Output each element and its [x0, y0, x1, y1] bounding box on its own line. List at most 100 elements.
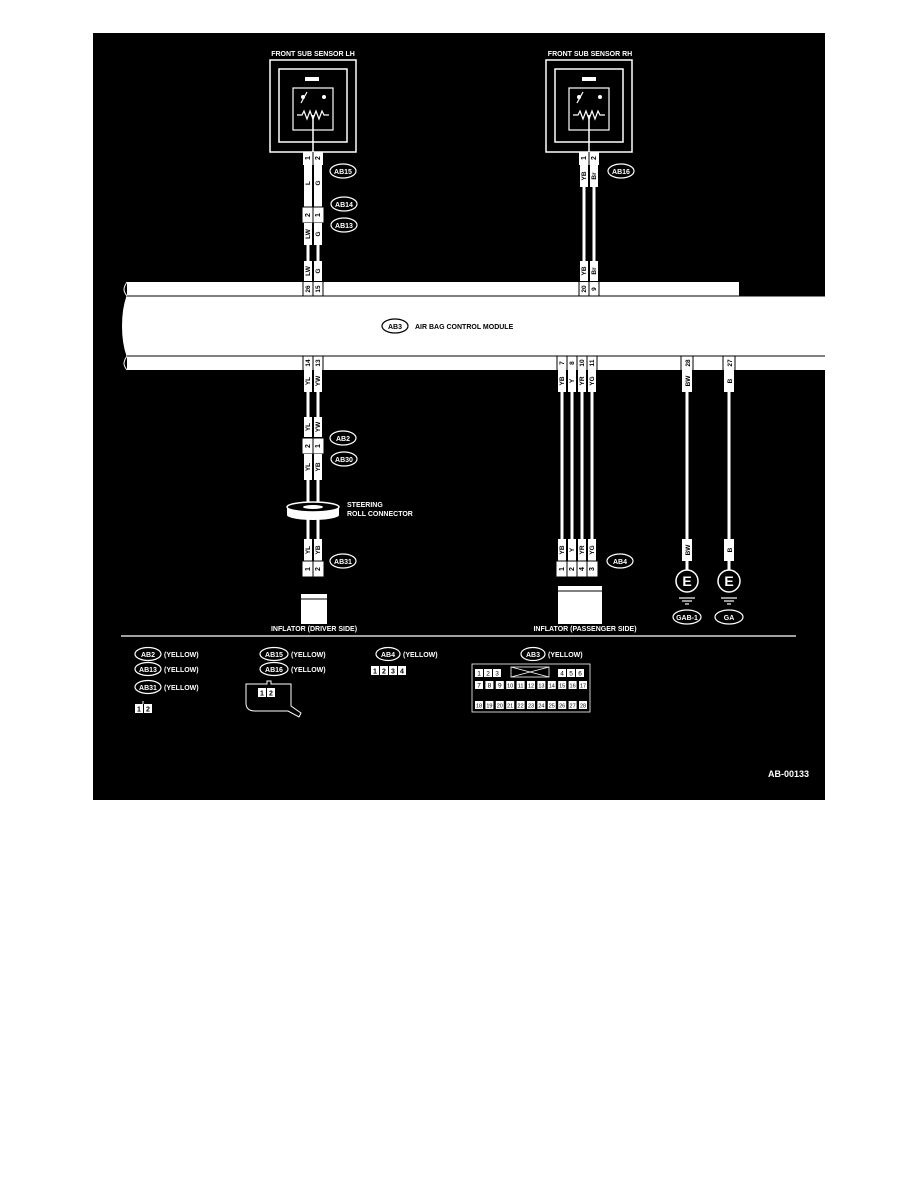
module-pin-9: 9 — [591, 287, 598, 291]
air-bag-control-module: AB3 AIR BAG CONTROL MODULE — [122, 281, 825, 371]
ground-gab1: BW BW E GAB-1 — [672, 370, 702, 625]
legend-ab2-color: (YELLOW) — [164, 652, 199, 659]
ab14-code: AB14 — [335, 202, 353, 209]
ab3-pin-16: 16 — [570, 684, 576, 690]
legend-col2-pin-1: 1 — [260, 691, 264, 698]
ab3-pin-14: 14 — [549, 684, 555, 690]
lh-mid-wire-2: G — [315, 231, 322, 236]
legend-col2-pin-2: 2 — [269, 691, 273, 698]
legend-ab31-color: (YELLOW) — [164, 685, 199, 692]
ab3-pin-19: 19 — [486, 704, 492, 710]
ab3-pin-22: 22 — [518, 704, 524, 710]
ab2-pin-2: 2 — [305, 444, 312, 448]
ab3-pin-6-cell — [576, 669, 584, 677]
ab15-pin-2: 2 — [315, 156, 322, 160]
legend-ab31-code: AB31 — [139, 685, 157, 692]
inflator-driver-wire-1: YL — [305, 546, 312, 554]
ab3-pin-14-cell — [547, 681, 556, 689]
ab3-pin-10-cell — [506, 681, 515, 689]
ab31-pin-1: 1 — [305, 567, 312, 571]
ab3-pin-5-cell — [567, 669, 575, 677]
module-code: AB3 — [388, 324, 402, 331]
lh-mid-wire-1: LW — [305, 228, 312, 239]
inflator-pass-label: INFLATOR (PASSENGER SIDE) — [533, 626, 636, 633]
lh-low-wire-2: G — [315, 268, 322, 273]
ab3-pin-27: 27 — [570, 704, 576, 710]
legend-ab4-pin-1: 1 — [373, 669, 377, 676]
ab4-pin-2: 2 — [569, 567, 576, 571]
figure-id: AB-00133 — [768, 769, 809, 779]
ab3-pin-8: 8 — [488, 683, 492, 690]
ab3-pin-1-cell — [475, 669, 483, 677]
driver-wire-2: YW — [315, 375, 322, 386]
connector-ab14-ab13: 2 1 AB14 AB13 LW G — [301, 196, 358, 245]
steering-label-line1: STEERING — [347, 502, 383, 509]
ab4-pin-4: 4 — [579, 567, 586, 571]
ab3-pin-8-cell — [485, 681, 494, 689]
sensor-lh-title: FRONT SUB SENSOR LH — [271, 51, 355, 58]
ab16-pin-2: 2 — [591, 156, 598, 160]
module-top-pins: 26 15 20 9 — [302, 282, 600, 296]
module-pin-8: 8 — [569, 361, 576, 365]
ground1-symbol: E — [682, 573, 691, 589]
ab3-pin-2: 2 — [486, 671, 490, 678]
module-pin-20: 20 — [581, 285, 588, 293]
pass-wire-2: Y — [569, 378, 576, 383]
ground-ga: B B E GA — [714, 370, 744, 625]
wiring-diagram: FRONT SUB SENSOR LH 1 2 AB15 FRONT SUB S… — [93, 33, 825, 800]
ground1-wire-low: BW — [685, 544, 692, 556]
legend-connector-outline — [245, 680, 302, 718]
sensor-rh-title: FRONT SUB SENSOR RH — [548, 51, 632, 58]
ab3-pin-20-cell — [495, 701, 504, 709]
module-pin-13: 13 — [315, 359, 322, 367]
rh-wire-1: YB — [581, 171, 588, 180]
ab3-pin-7: 7 — [477, 683, 481, 690]
connector-ab15: 1 2 AB15 — [303, 152, 357, 179]
ab3-pin-16-cell — [568, 681, 577, 689]
inflator-driver-label: INFLATOR (DRIVER SIDE) — [271, 626, 357, 633]
module-pin-27: 27 — [727, 359, 734, 367]
ab3-pin-4: 4 — [560, 671, 564, 678]
passenger-branch: YB Y YR YG YB Y YR YG 1 2 4 3 AB4 INFLAT… — [533, 370, 637, 633]
ab3-pin-21-cell — [506, 701, 515, 709]
ab3-pin-21: 21 — [507, 704, 513, 710]
legend-ab16-code: AB16 — [265, 667, 283, 674]
legend-ab4-pin-4: 4 — [400, 669, 404, 676]
ab30-code: AB30 — [335, 457, 353, 464]
ab3-pin-13-cell — [537, 681, 546, 689]
ab3-pin-12-cell — [527, 681, 535, 689]
lh-wire-2: G — [315, 180, 322, 185]
ab3-pin-26: 26 — [559, 704, 565, 710]
ab3-pin-12: 12 — [528, 684, 534, 690]
ab3-pin-11-cell — [516, 681, 525, 689]
ab16-code: AB16 — [612, 169, 630, 176]
ab3-pin-13: 13 — [538, 684, 544, 690]
rh-low-wire-1: YB — [581, 266, 588, 275]
ab3-pin-3-cell — [493, 669, 501, 677]
inflator-pass-wire-1: YB — [559, 545, 566, 554]
driver-wire-1: YL — [305, 377, 312, 385]
pass-wire-4: YG — [589, 376, 596, 385]
ab3-pin-11: 11 — [518, 684, 524, 690]
lh-upper-wires: L G — [304, 165, 322, 207]
legend-ab4-pin-3: 3 — [391, 669, 395, 676]
ground1-wire: BW — [685, 375, 692, 387]
pass-wire-3: YR — [579, 376, 586, 385]
module-bottom-pins: 14 13 7 8 10 11 28 27 — [302, 356, 736, 370]
ab16-pin-1: 1 — [581, 156, 588, 160]
ab4-code: AB4 — [613, 559, 627, 566]
front-sub-sensor-lh: FRONT SUB SENSOR LH — [269, 51, 357, 153]
rh-wires: YB Br YB Br — [580, 165, 598, 281]
ab2-wire-1: YL — [305, 423, 312, 431]
module-pin-26: 26 — [305, 285, 312, 293]
ab14-pin-1: 1 — [315, 213, 322, 217]
legend-col1-pin-1: 1 — [137, 707, 141, 714]
ab3-pin-25: 25 — [549, 704, 555, 710]
ground2-wire-low: B — [727, 547, 734, 552]
ab3-pin-2-cell — [484, 669, 492, 677]
ab3-pin-9: 9 — [498, 683, 502, 690]
ab3-pin-28: 28 — [580, 704, 586, 710]
legend-ab16-color: (YELLOW) — [291, 667, 326, 674]
steering-roll-connector: STEERING ROLL CONNECTOR — [286, 501, 413, 520]
